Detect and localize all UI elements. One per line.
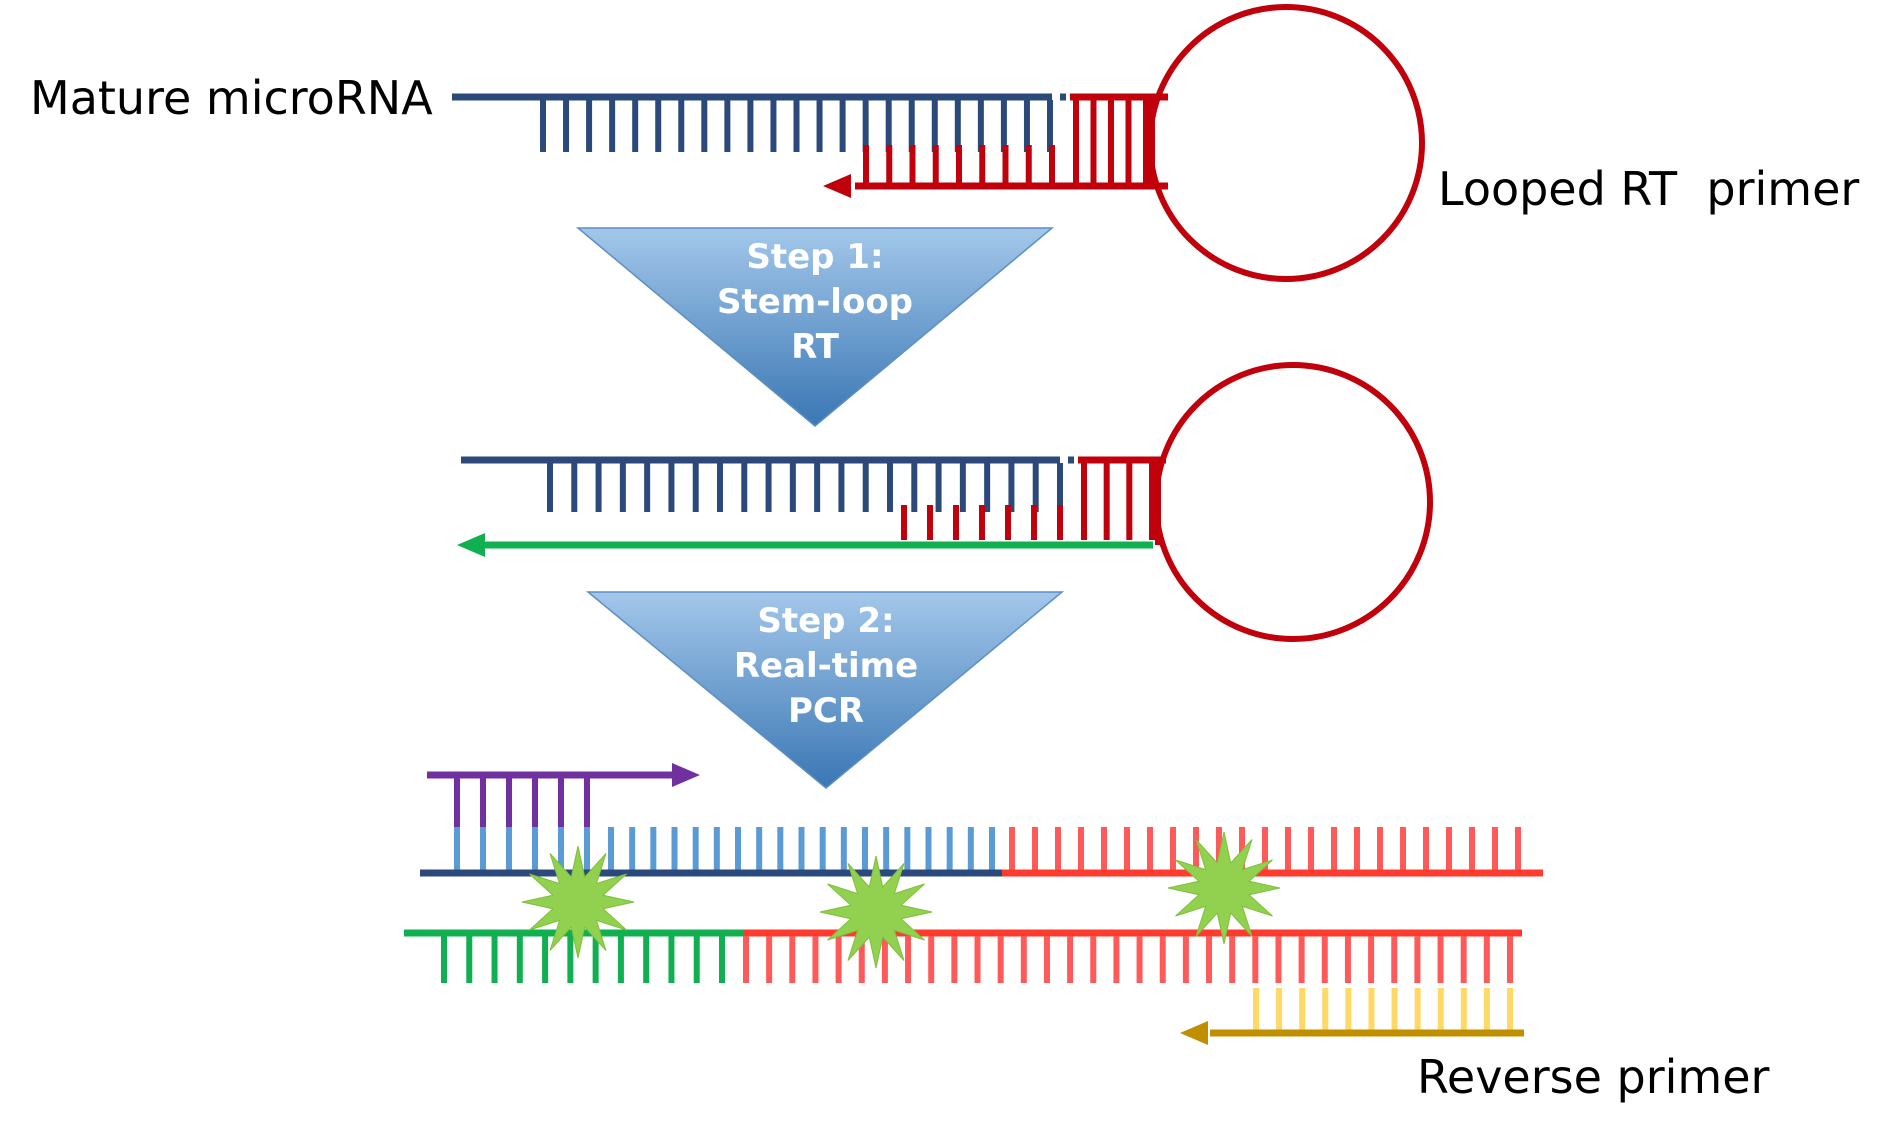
primer-loop xyxy=(1147,4,1425,282)
step-1-label-line-2: Stem-loop xyxy=(717,282,913,322)
primer-loop xyxy=(1153,362,1433,642)
mature-microrna-strand-2 xyxy=(461,456,1074,512)
forward-primer xyxy=(427,763,700,827)
mature-microrna-label: Mature microRNA xyxy=(30,71,433,125)
step-1-label-line-1: Step 1: xyxy=(746,237,883,277)
fluorescence-bursts xyxy=(521,831,1281,969)
pcr-top-strand xyxy=(420,827,1543,877)
arrow-right-icon xyxy=(672,763,700,787)
step-2-label-line-2: Real-time xyxy=(734,646,918,686)
arrow-left-icon xyxy=(1180,1021,1208,1045)
looped-rt-primer-2 xyxy=(901,362,1433,642)
step-2-triangle: Step 2: Real-time PCR xyxy=(585,591,1065,789)
reverse-primer-label: Reverse primer xyxy=(1417,1050,1770,1104)
cdna-strand xyxy=(457,533,1153,557)
stage-2-reverse-transcription xyxy=(457,362,1433,642)
reverse-primer xyxy=(1180,988,1524,1045)
fluorescence-burst-icon xyxy=(819,855,933,969)
looped-rt-primer-label: Looped RT primer xyxy=(1438,162,1859,216)
fluorescence-burst-icon xyxy=(1167,831,1281,945)
mature-microrna-strand xyxy=(452,93,1066,152)
step-1-label-line-3: RT xyxy=(791,327,840,367)
fluorescence-burst-icon xyxy=(521,845,635,959)
step-2-label-line-3: PCR xyxy=(788,691,864,731)
pcr-bottom-strand xyxy=(404,929,1522,983)
arrow-left-icon xyxy=(823,174,851,198)
looped-rt-primer xyxy=(823,4,1425,282)
step-1-triangle: Step 1: Stem-loop RT xyxy=(575,227,1055,427)
arrow-left-icon xyxy=(457,533,485,557)
step-2-label-line-1: Step 2: xyxy=(757,601,894,641)
stage-3-real-time-pcr xyxy=(404,763,1543,1045)
stage-1-hybridization xyxy=(452,4,1425,282)
